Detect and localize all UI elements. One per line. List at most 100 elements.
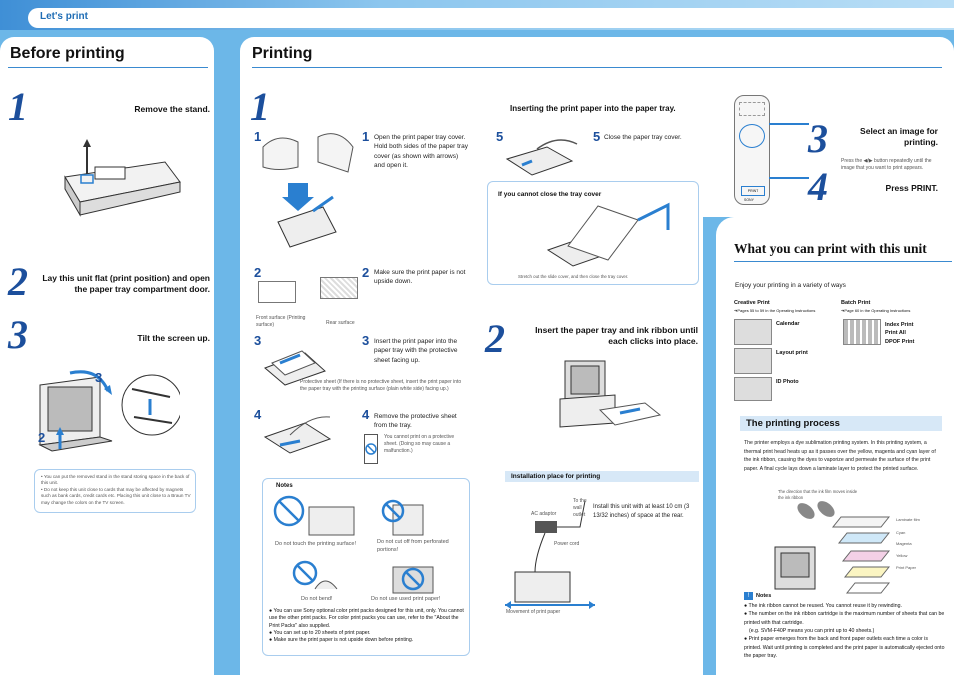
notes-caption-1: Do not touch the printing surface!	[275, 541, 357, 547]
index-thumb	[843, 319, 881, 345]
before-note-1: • You can put the removed stand in the s…	[41, 474, 190, 486]
substep3-text: Insert the print paper into the paper tr…	[374, 338, 458, 364]
notes-icon: !	[744, 592, 753, 600]
callout-line-4	[769, 177, 809, 179]
printing-step1-number: 1	[250, 84, 270, 129]
printing-notes-bullets: ● You can use Sony optional color print …	[269, 608, 467, 644]
callout-3: 3	[95, 370, 103, 385]
notes-caption-2: Do not cut off from perforated portions!	[377, 539, 449, 553]
process-diagram-caption: The direction that the ink film moves in…	[778, 489, 858, 500]
before-notes-box: • You can put the removed stand in the s…	[34, 469, 196, 513]
remote-control: PRINT SONY	[734, 95, 770, 205]
open-cover-illustration	[262, 133, 354, 248]
batch-item-printall: Print All	[885, 330, 906, 337]
front-surface-label: Front surface (Printing surface)	[256, 315, 306, 328]
rear-surface-sheet	[320, 277, 358, 299]
front-surface-sheet	[258, 281, 296, 303]
caution-text: You cannot print on a protective sheet. …	[384, 434, 455, 454]
substep1-text: Open the print paper tray cover. Hold bo…	[374, 134, 468, 170]
before-step3-number: 3	[8, 312, 28, 357]
process-diagram	[774, 501, 891, 594]
caution-icon	[364, 434, 378, 464]
what-intro: Enjoy your printing in a variety of ways	[735, 282, 846, 289]
cover-box: If you cannot close the tray cover Stret…	[487, 181, 699, 285]
remote-print-button: PRINT	[741, 186, 765, 196]
layer-magenta: Magenta	[896, 541, 912, 546]
printing-step4-text: Press PRINT.	[885, 183, 938, 193]
printing-notes-box: Notes Do not touch the printing surface!…	[262, 478, 470, 656]
rear-surface-label: Rear surface	[326, 320, 355, 326]
batch-item-index: Index Print	[885, 322, 914, 328]
install-title: Installation place for printing	[505, 471, 699, 482]
process-text: The printer employs a dye sublimation pr…	[744, 440, 936, 472]
cover-box-title: If you cannot close the tray cover	[498, 191, 602, 198]
batch-items: Index Print Print All DPOF Print	[885, 321, 914, 346]
substep2-label: 2	[254, 265, 262, 280]
before-step2-text: Lay this unit flat (print position) and …	[42, 273, 210, 295]
layer-yellow: Yellow	[896, 553, 908, 558]
wall-outlet-label: To the wall outlet	[573, 498, 587, 518]
protective-sheet-note: Protective sheet (If there is no protect…	[300, 379, 462, 392]
substep5-text: Close the paper tray cover.	[604, 134, 682, 141]
substep2-text: Make sure the print paper is not upside …	[374, 269, 466, 286]
notes-caption-4: Do not use used print paper!	[371, 596, 441, 602]
substep5-num: 5	[593, 129, 601, 144]
before-note-2: • Do not keep this unit close to cards t…	[41, 486, 191, 505]
creative-print-title: Creative Print	[734, 300, 770, 306]
process-note-4: ● Print paper emerges from the back and …	[744, 636, 945, 659]
insert-tray-illustration	[559, 360, 662, 428]
printing-step1-heading: Inserting the print paper into the paper…	[510, 104, 676, 113]
remove-sheet-illustration	[263, 416, 332, 454]
id-photo-thumb	[734, 377, 772, 401]
creative-item-idphoto: ID Photo	[776, 379, 799, 385]
printing-step3-number: 3	[808, 116, 828, 161]
movement-label: Movement of print paper	[506, 609, 561, 615]
no-used-paper-illustration	[392, 566, 434, 594]
layer-laminate: Laminate film	[896, 517, 920, 522]
layout-thumb	[734, 348, 772, 374]
printing-step4-number: 4	[808, 164, 828, 209]
header-title: Let's print	[40, 11, 88, 22]
printing-step2-number: 2	[485, 316, 505, 361]
install-text: Install this unit with at least 10 cm (3…	[593, 504, 690, 519]
header-tab: Let's print	[28, 8, 954, 28]
substep4-text: Remove the protective sheet from the tra…	[374, 413, 457, 430]
printing-notes-title: Notes	[276, 483, 293, 489]
substep3-label: 3	[254, 333, 262, 348]
substep2-num: 2	[362, 265, 370, 280]
no-cut-illustration	[381, 499, 424, 536]
creative-item-layout: Layout print	[776, 350, 808, 356]
printing-step2-text: Insert the paper tray and ink ribbon unt…	[535, 325, 698, 347]
no-bend-illustration	[292, 560, 338, 590]
calendar-thumb	[734, 319, 772, 345]
notes-caption-3: Do not bend!	[301, 596, 333, 602]
notes-bullet-2: ● You can set up to 20 sheets of print p…	[269, 629, 371, 636]
what-you-can-print-panel: What you can print with this unit Enjoy …	[716, 217, 954, 675]
before-step1-text: Remove the stand.	[134, 104, 210, 114]
substep5-label: 5	[496, 129, 504, 144]
substep1-label: 1	[254, 129, 262, 144]
what-title: What you can print with this unit	[734, 241, 927, 256]
remote-sony-label: SONY	[744, 198, 754, 202]
layer-paper: Print Paper	[896, 565, 917, 570]
before-step1-number: 1	[8, 84, 28, 129]
process-title: The printing process	[740, 416, 942, 431]
before-printing-title: Before printing	[10, 45, 125, 62]
batch-item-dpof: DPOF Print	[885, 338, 915, 345]
printing-step3-text: Select an image for printing.	[860, 126, 938, 148]
creative-item-calendar: Calendar	[776, 321, 800, 327]
remove-stand-illustration	[64, 139, 181, 217]
cover-box-illustration	[546, 202, 670, 267]
before-step2-number: 2	[8, 259, 28, 304]
install-illustration	[505, 500, 595, 609]
process-note-1: ● The ink ribbon cannot be reused. You c…	[744, 603, 902, 609]
process-notes: ● The ink ribbon cannot be reused. You c…	[744, 602, 946, 660]
substep1-num: 1	[362, 129, 370, 144]
no-touch-illustration	[273, 495, 355, 536]
cover-box-caption: Stretch out the slide cover, and then cl…	[518, 274, 629, 279]
callout-line-3	[769, 123, 809, 125]
notes-bullet-1: ● You can use Sony optional color print …	[269, 608, 464, 629]
batch-print-title: Batch Print	[841, 300, 871, 306]
insert-paper-illustration	[264, 350, 326, 386]
batch-print-ref: ➔Page 60 in the Operating Instructions	[841, 308, 911, 313]
